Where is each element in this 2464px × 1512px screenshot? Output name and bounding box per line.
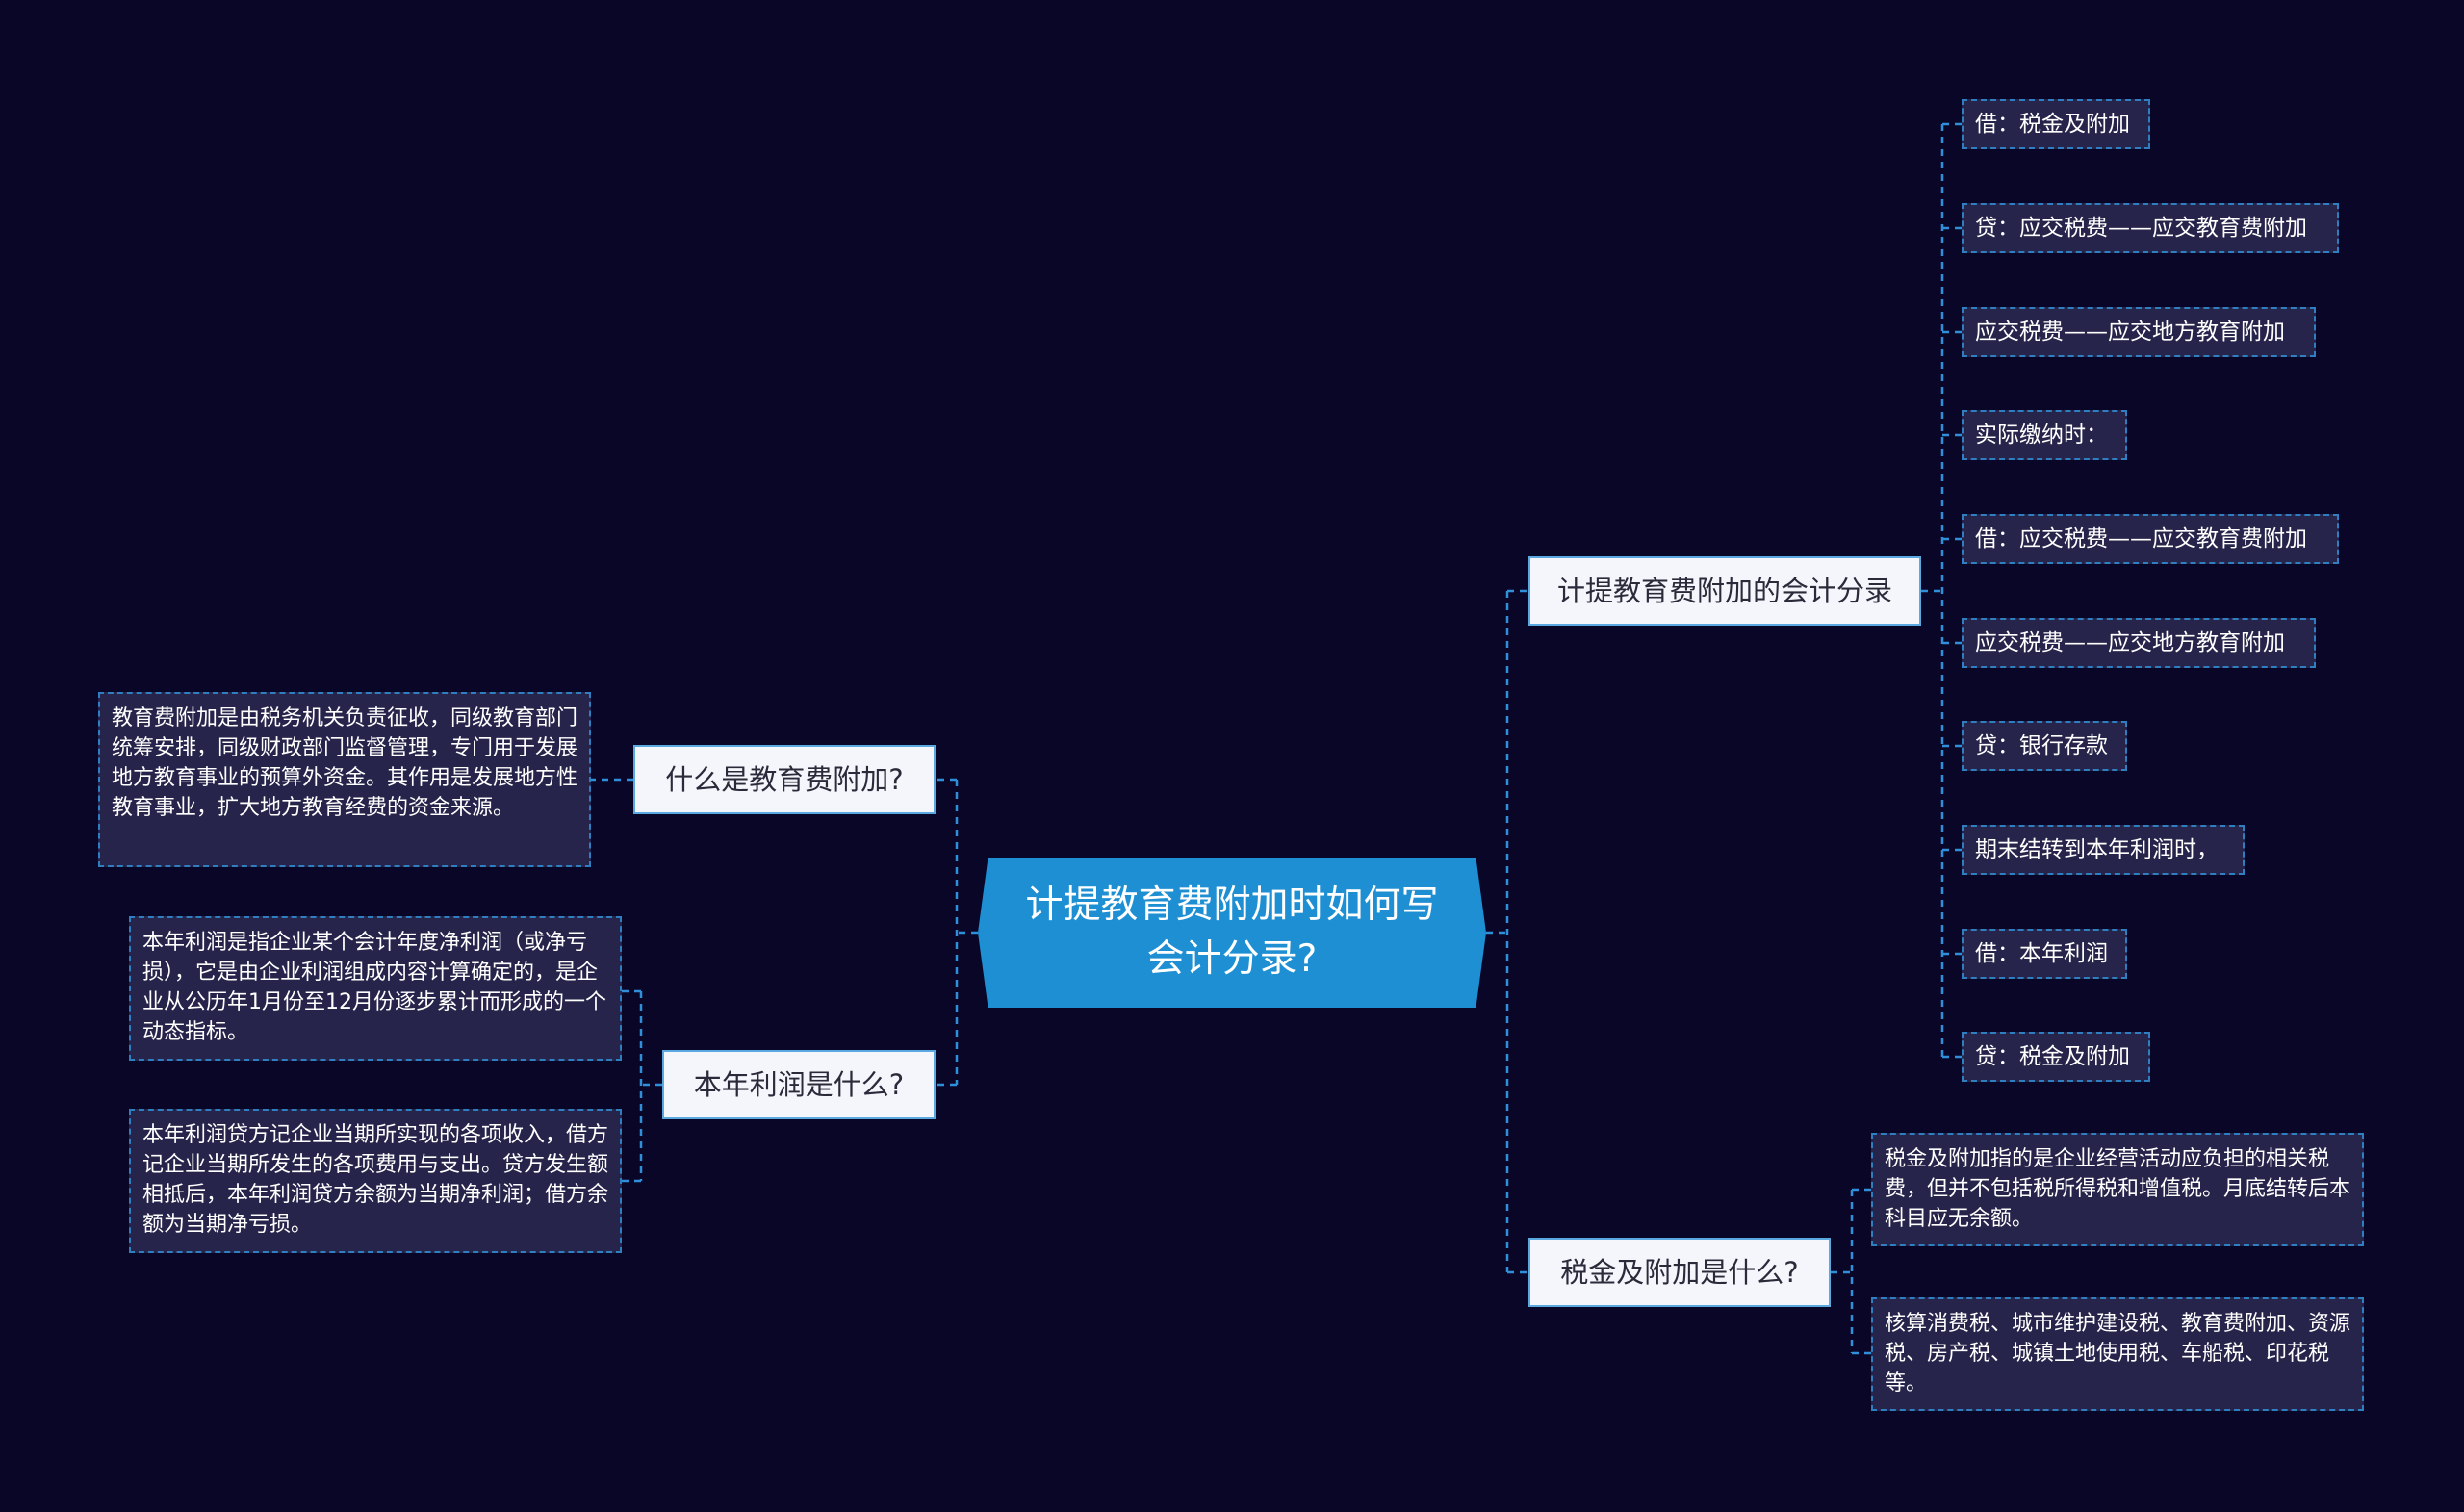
branch-tax-surcharge[interactable]: 税金及附加是什么? (1528, 1238, 1831, 1307)
annual-profit-desc-1[interactable]: 本年利润是指企业某个会计年度净利润（或净亏损），它是由企业利润组成内容计算确定的… (129, 916, 622, 1061)
tax-surcharge-desc-1[interactable]: 税金及附加指的是企业经营活动应负担的相关税费，但并不包括税所得税和增值税。月底结… (1871, 1133, 2364, 1246)
edu-surcharge-desc[interactable]: 教育费附加是由税务机关负责征收，同级教育部门统筹安排，同级财政部门监督管理，专门… (98, 692, 591, 867)
leaf-text: 贷：银行存款 (1975, 733, 2108, 758)
entry-leaf-10[interactable]: 贷：税金及附加 (1962, 1032, 2150, 1082)
entry-leaf-5[interactable]: 借：应交税费——应交教育费附加 (1962, 514, 2339, 564)
entry-leaf-4[interactable]: 实际缴纳时： (1962, 410, 2127, 460)
leaf-text: 借：税金及附加 (1975, 112, 2130, 137)
entry-leaf-8[interactable]: 期末结转到本年利润时， (1962, 825, 2245, 875)
desc-text: 本年利润是指企业某个会计年度净利润（或净亏损），它是由企业利润组成内容计算确定的… (142, 931, 606, 1044)
tax-surcharge-desc-2[interactable]: 核算消费税、城市维护建设税、教育费附加、资源税、房产税、城镇土地使用税、车船税、… (1871, 1297, 2364, 1411)
leaf-text: 借：本年利润 (1975, 941, 2108, 966)
entry-leaf-9[interactable]: 借：本年利润 (1962, 929, 2127, 979)
leaf-text: 应交税费——应交地方教育附加 (1975, 320, 2285, 345)
branch-label: 税金及附加是什么? (1560, 1256, 1799, 1289)
branch-annual-profit[interactable]: 本年利润是什么? (662, 1050, 936, 1119)
leaf-text: 实际缴纳时： (1975, 423, 2108, 448)
desc-text: 核算消费税、城市维护建设税、教育费附加、资源税、房产税、城镇土地使用税、车船税、… (1885, 1312, 2351, 1396)
central-topic-text: 计提教育费附加时如何写会计分录? (1025, 884, 1439, 981)
leaf-text: 期末结转到本年利润时， (1975, 837, 2219, 862)
desc-text: 本年利润贷方记企业当期所实现的各项收入，借方记企业当期所发生的各项费用与支出。贷… (142, 1123, 609, 1237)
entry-leaf-7[interactable]: 贷：银行存款 (1962, 721, 2127, 771)
desc-text: 税金及附加指的是企业经营活动应负担的相关税费，但并不包括税所得税和增值税。月底结… (1885, 1147, 2351, 1231)
annual-profit-desc-2[interactable]: 本年利润贷方记企业当期所实现的各项收入，借方记企业当期所发生的各项费用与支出。贷… (129, 1109, 622, 1253)
entry-leaf-1[interactable]: 借：税金及附加 (1962, 99, 2150, 149)
central-topic[interactable]: 计提教育费附加时如何写会计分录? (978, 858, 1486, 1008)
leaf-text: 贷：应交税费——应交教育费附加 (1975, 216, 2307, 241)
entry-leaf-3[interactable]: 应交税费——应交地方教育附加 (1962, 307, 2316, 357)
desc-text: 教育费附加是由税务机关负责征收，同级教育部门统筹安排，同级财政部门监督管理，专门… (112, 706, 578, 820)
branch-label: 本年利润是什么? (693, 1068, 905, 1101)
branch-label: 什么是教育费附加? (665, 763, 904, 796)
branch-label: 计提教育费附加的会计分录 (1556, 575, 1892, 607)
leaf-text: 贷：税金及附加 (1975, 1044, 2130, 1069)
entry-leaf-2[interactable]: 贷：应交税费——应交教育费附加 (1962, 203, 2339, 253)
branch-accounting-entries[interactable]: 计提教育费附加的会计分录 (1528, 556, 1921, 626)
leaf-text: 应交税费——应交地方教育附加 (1975, 630, 2285, 655)
entry-leaf-6[interactable]: 应交税费——应交地方教育附加 (1962, 618, 2316, 668)
branch-what-is-edu-surcharge[interactable]: 什么是教育费附加? (633, 745, 936, 814)
leaf-text: 借：应交税费——应交教育费附加 (1975, 526, 2307, 551)
